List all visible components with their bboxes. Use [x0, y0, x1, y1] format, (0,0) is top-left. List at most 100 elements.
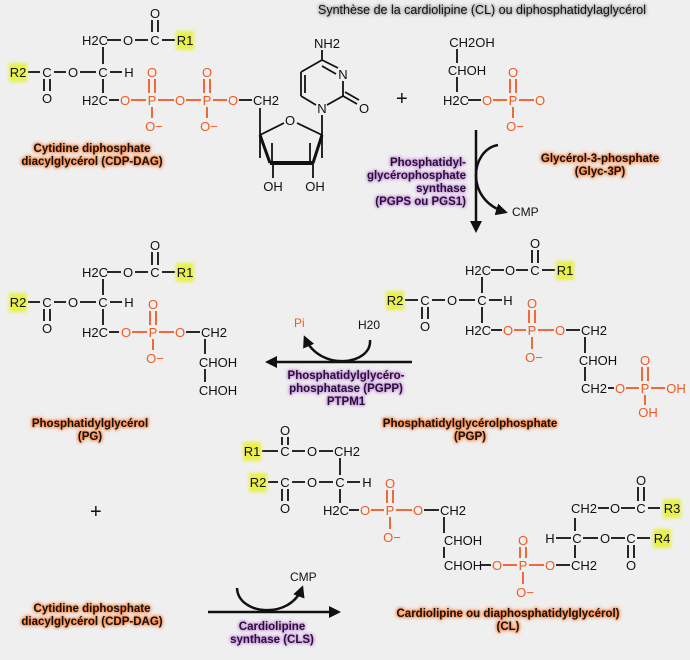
- atom-label: O−: [146, 351, 164, 366]
- atom-pgp: R1: [556, 261, 574, 280]
- atom-label: O−: [506, 119, 524, 134]
- atom-pgp: C: [420, 293, 429, 308]
- atom-cl: C: [636, 501, 645, 516]
- atom-label: P: [149, 325, 158, 340]
- atom-label: CH2: [581, 323, 607, 338]
- enzyme-line: Phosphatidylglycéro-: [287, 370, 405, 382]
- atom-pgp: CH2: [581, 323, 607, 338]
- atom-label: OH: [666, 381, 686, 396]
- atom-label: H: [545, 531, 554, 546]
- bond: [344, 91, 360, 101]
- atom-label: O: [307, 444, 317, 459]
- atom-label: CHOH: [199, 355, 237, 370]
- atom-label: R2: [250, 475, 267, 490]
- atom-cdp_dag: O: [147, 65, 157, 80]
- atom-cdp_dag: O: [175, 93, 185, 108]
- atom-label: R3: [664, 501, 681, 516]
- atom-pg: CHOH: [199, 355, 237, 370]
- atom-label: C: [572, 531, 581, 546]
- atom-cdp_dag: O−: [200, 119, 218, 134]
- atom-cl: O: [360, 503, 370, 518]
- atom-label: H2C: [82, 33, 108, 48]
- atom-label: P: [148, 93, 157, 108]
- atom-cl: R2: [249, 473, 267, 492]
- atom-pg: C: [150, 265, 159, 280]
- enzyme-line: glycérophosphate: [366, 170, 466, 182]
- enzyme-line: synthase: [416, 183, 466, 195]
- atom-cdp_dag: O: [42, 91, 52, 106]
- atom-pg: C: [98, 295, 107, 310]
- atom-label: O: [503, 323, 513, 338]
- atom-label: C: [150, 33, 159, 48]
- bond: [311, 134, 324, 164]
- label-line: (Glyc-3P): [574, 166, 626, 178]
- atom-pg: CH2: [201, 325, 227, 340]
- enzyme-cls: Cardiolipine synthase (CLS): [230, 621, 314, 647]
- atom-cdp_dag: N: [317, 101, 326, 116]
- atom-cl: R4: [653, 529, 671, 548]
- label-cl: Cardiolipine ou diaphosphatidylglycérol)…: [397, 608, 620, 634]
- atom-cl: O−: [516, 585, 534, 600]
- atom-label: O: [148, 297, 158, 312]
- atom-label: C: [420, 293, 429, 308]
- atom-label: O: [413, 503, 423, 518]
- atom-pgp: CHOH: [579, 353, 617, 368]
- atom-cdp_dag: H: [124, 65, 133, 80]
- atom-label: OH: [263, 179, 283, 194]
- atom-label: O: [150, 6, 160, 21]
- bond: [259, 122, 285, 136]
- r-group-highlight: [9, 63, 27, 82]
- atom-label: C: [477, 293, 486, 308]
- atom-label: C: [98, 65, 107, 80]
- atom-pg: H2C: [82, 265, 108, 280]
- atom-label: CHOH: [579, 353, 617, 368]
- atom-label: C: [98, 295, 107, 310]
- atom-pgp: O: [527, 296, 537, 311]
- page-title: Synthèse de la cardiolipine (CL) ou diph…: [318, 3, 646, 17]
- atom-label: H: [124, 295, 133, 310]
- atom-cl: CH2: [334, 444, 360, 459]
- atom-cl: CHOH: [444, 558, 482, 573]
- atom-cl: O: [280, 501, 290, 516]
- label-line: Phosphatidylglycérol: [31, 418, 149, 430]
- r-group-highlight: [653, 529, 671, 548]
- label-line: (CL): [496, 621, 520, 633]
- atom-label: O: [640, 353, 650, 368]
- bond: [296, 122, 323, 136]
- atom-label: NH2: [314, 36, 340, 51]
- atom-label: CHOH: [444, 558, 482, 573]
- atom-cdp_dag: O: [228, 93, 238, 108]
- atom-label: O: [636, 473, 646, 488]
- atom-label: P: [203, 93, 212, 108]
- label-line: Cytidine diphosphate: [33, 143, 151, 155]
- atom-cl: H: [362, 475, 371, 490]
- atom-label: R1: [557, 263, 574, 278]
- atom-cl: CHOH: [444, 533, 482, 548]
- atom-label: O: [385, 476, 395, 491]
- atom-cl: O: [545, 558, 555, 573]
- atom-label: CH2: [334, 444, 360, 459]
- atom-cl: O: [307, 444, 317, 459]
- atom-glyc3p: CH2OH: [449, 35, 495, 50]
- atom-cl: O: [492, 558, 502, 573]
- atom-cl: O: [385, 476, 395, 491]
- atom-label: O: [175, 93, 185, 108]
- atom-label: O: [518, 533, 528, 548]
- atom-cl: O: [626, 558, 636, 573]
- atom-pg: R1: [176, 263, 194, 282]
- atom-pg: O: [175, 325, 185, 340]
- atom-label: OH: [305, 179, 325, 194]
- atom-cdp_dag: R2: [9, 63, 27, 82]
- enzyme-pgpp: Phosphatidylglycéro- phosphatase (PGPP) …: [288, 370, 405, 409]
- atom-label: C: [150, 265, 159, 280]
- atom-cdp_dag: C: [150, 33, 159, 48]
- atom-cl: H: [545, 531, 554, 546]
- atom-pg: P: [149, 325, 158, 340]
- atom-pg: O: [148, 297, 158, 312]
- atom-label: H2C: [465, 263, 491, 278]
- bond: [342, 95, 358, 105]
- atom-label: O: [280, 423, 290, 438]
- atom-cl: C: [626, 531, 635, 546]
- atom-cl: CH2: [571, 558, 597, 573]
- atom-label: O: [120, 93, 130, 108]
